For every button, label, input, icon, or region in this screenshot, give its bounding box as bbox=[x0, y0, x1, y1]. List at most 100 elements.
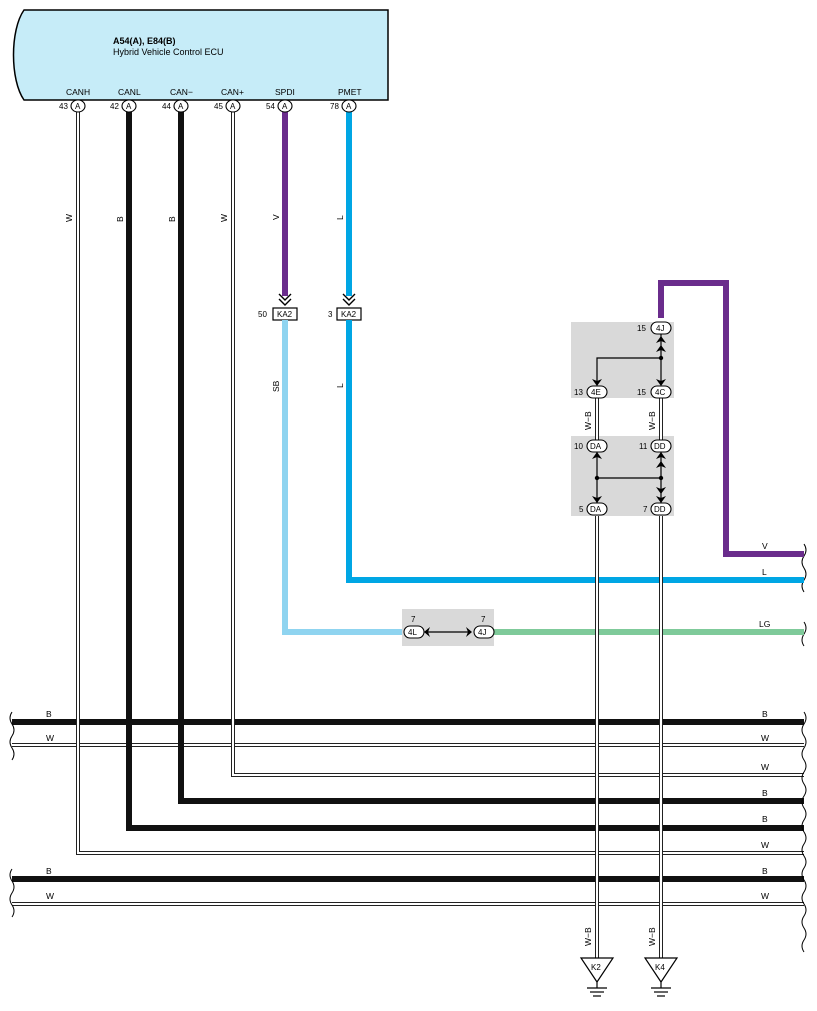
wire-sb-skyblue bbox=[282, 320, 402, 635]
bus-right-label-8: W bbox=[761, 891, 769, 901]
bus-right-label-4: B bbox=[762, 788, 768, 798]
left-break-marks bbox=[9, 711, 15, 918]
bus-left-label-8: W bbox=[46, 891, 54, 901]
wire-label-wb-k2: W−B bbox=[583, 927, 593, 946]
bus-wire-6 bbox=[76, 110, 804, 855]
bus-right-label-3: W bbox=[761, 762, 769, 772]
jlabel-da-top: DA bbox=[590, 442, 602, 451]
ka2-arrow-2 bbox=[342, 293, 356, 306]
ka2-label-2: KA2 bbox=[341, 310, 357, 319]
ecu-name: Hybrid Vehicle Control ECU bbox=[113, 47, 224, 57]
pin-signal-can-plus: CAN+ bbox=[221, 87, 244, 97]
pin-num-1: 43 bbox=[59, 102, 68, 111]
ground-label-k4: K4 bbox=[655, 963, 665, 972]
ecu-pin-signals: CANH CANL CAN− CAN+ SPDI PMET bbox=[66, 87, 362, 97]
jconn-4l bbox=[403, 625, 425, 639]
jconn-4c bbox=[650, 385, 672, 399]
jconn-da-top bbox=[586, 439, 608, 453]
jnum-4c: 15 bbox=[637, 388, 646, 397]
pin-conn-6: A bbox=[346, 102, 352, 111]
jconn-da-bot bbox=[586, 502, 608, 516]
jnum-4l: 7 bbox=[411, 615, 416, 624]
wire-label-sb: SB bbox=[271, 380, 281, 392]
bus-left-label-7: B bbox=[46, 866, 52, 876]
bus-left-label-1: B bbox=[46, 709, 52, 719]
jnum-dd-top: 11 bbox=[639, 442, 648, 451]
right-break-marks bbox=[801, 543, 807, 953]
bus-wire-5 bbox=[126, 110, 804, 831]
jnum-da-top: 10 bbox=[574, 442, 583, 451]
ka2-label-1: KA2 bbox=[277, 310, 293, 319]
wire-label-pmet: L bbox=[335, 215, 345, 220]
jlabel-4c: 4C bbox=[655, 388, 665, 397]
bus-right-label-6: W bbox=[761, 840, 769, 850]
wire-label-l: L bbox=[335, 383, 345, 388]
pin-signal-canh: CANH bbox=[66, 87, 90, 97]
wire-l-blue bbox=[346, 320, 804, 583]
jlabel-dd-top: DD bbox=[654, 442, 666, 451]
jlabel-4j-top: 4J bbox=[656, 324, 664, 333]
junction-block-4j-4e-4c bbox=[571, 322, 674, 398]
wire-label-wb-4e: W−B bbox=[583, 411, 593, 430]
wire-label-canl: B bbox=[115, 216, 125, 222]
pin-signal-canl: CANL bbox=[118, 87, 141, 97]
bus-right-labels: B W W B B W B W bbox=[761, 709, 769, 901]
pin-num-5: 54 bbox=[266, 102, 275, 111]
wire-label-canh: W bbox=[64, 214, 74, 222]
arrow-4l bbox=[424, 627, 430, 637]
pin-conn-2: A bbox=[126, 102, 132, 111]
ecu-connectors bbox=[70, 99, 357, 113]
ka2-arrow-1 bbox=[278, 293, 292, 306]
pin-conn-4: A bbox=[230, 102, 236, 111]
vertical-wire-labels: W B B W V L SB L W−B W−B W−B W−B bbox=[64, 214, 657, 946]
jconn-4j-top bbox=[650, 321, 672, 335]
jnum-dd-bot: 7 bbox=[643, 505, 648, 514]
bus-left-label-2: W bbox=[46, 733, 54, 743]
junction-arrows-lower bbox=[592, 452, 666, 503]
jlabel-4e: 4E bbox=[591, 388, 601, 397]
junction-connectors bbox=[403, 321, 672, 639]
wire-v-violet-right bbox=[658, 280, 804, 557]
ground-k2 bbox=[579, 957, 615, 997]
junction-connector-labels: 4J 4E 4C DA DD DA DD 4L 4J bbox=[408, 324, 666, 637]
ecu-pin-numbers: 43 42 44 45 54 78 bbox=[59, 102, 339, 111]
jconn-4j-mid bbox=[473, 625, 495, 639]
jnum-4j-mid: 7 bbox=[481, 615, 486, 624]
right-label-lg: LG bbox=[759, 619, 770, 629]
bus-left-labels: B W B W bbox=[46, 709, 54, 901]
pin-conn-1: A bbox=[75, 102, 81, 111]
jnum-4j-top: 15 bbox=[637, 324, 646, 333]
junction-pin-numbers: 15 13 15 10 11 5 7 7 7 bbox=[411, 324, 648, 624]
ka2-num-2: 3 bbox=[328, 310, 333, 319]
ka2-num-1: 50 bbox=[258, 310, 267, 319]
pin-num-3: 44 bbox=[162, 102, 171, 111]
ground-label-k2: K2 bbox=[591, 963, 601, 972]
bus-right-label-7: B bbox=[762, 866, 768, 876]
bus-wire-4 bbox=[178, 110, 804, 804]
right-wire-labels: V L LG bbox=[759, 541, 770, 629]
jlabel-4j-mid: 4J bbox=[478, 628, 486, 637]
jnum-da-bot: 5 bbox=[579, 505, 584, 514]
splice-dot-lower-left bbox=[594, 475, 600, 481]
right-label-v: V bbox=[762, 541, 768, 551]
wire-label-can-plus: W bbox=[219, 214, 229, 222]
pin-conn-3: A bbox=[178, 102, 184, 111]
ecu-pin-connector-letters: A A A A A A bbox=[75, 102, 352, 111]
bus-right-label-5: B bbox=[762, 814, 768, 824]
pin-num-2: 42 bbox=[110, 102, 119, 111]
pin-num-4: 45 bbox=[214, 102, 223, 111]
wire-label-spdi: V bbox=[271, 214, 281, 220]
ecu-code: A54(A), E84(B) bbox=[113, 36, 176, 46]
ecu-box bbox=[12, 9, 389, 101]
jlabel-da-bot: DA bbox=[590, 505, 602, 514]
jconn-4e bbox=[586, 385, 608, 399]
wire-label-can-minus: B bbox=[167, 216, 177, 222]
pin-signal-pmet: PMET bbox=[338, 87, 362, 97]
ground-k4 bbox=[643, 957, 679, 997]
splice-dot-lower-right bbox=[658, 475, 664, 481]
pin-num-6: 78 bbox=[330, 102, 339, 111]
arrow-4j-mid bbox=[466, 627, 472, 637]
junction-arrows-upper bbox=[592, 336, 666, 386]
jlabel-4l: 4L bbox=[408, 628, 417, 637]
